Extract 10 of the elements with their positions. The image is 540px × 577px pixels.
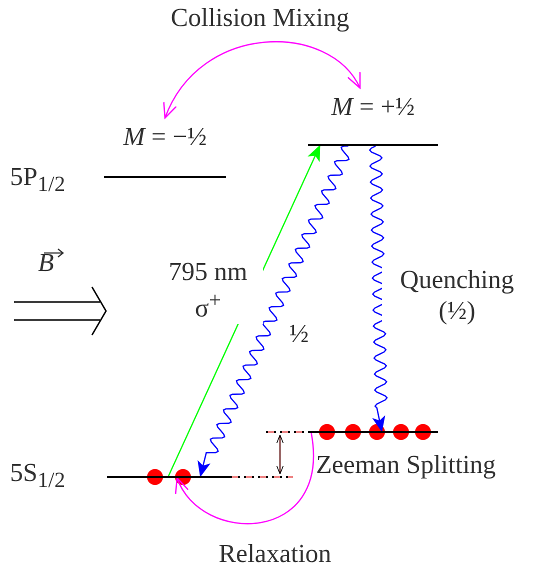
wavy-arrow bbox=[198, 145, 350, 478]
curved-arrow bbox=[176, 432, 314, 524]
level-label: M = −½ bbox=[122, 122, 208, 152]
state-label: 5P$_{1/2}$ bbox=[10, 162, 66, 198]
level-label: M = +½ bbox=[330, 92, 416, 122]
wavy-arrow bbox=[368, 145, 388, 432]
annotation-label: Zeeman Splitting bbox=[316, 450, 496, 480]
field-label: B bbox=[38, 248, 54, 278]
state-label: 5S$_{1/2}$ bbox=[10, 458, 66, 494]
curved-arrow bbox=[164, 41, 361, 119]
